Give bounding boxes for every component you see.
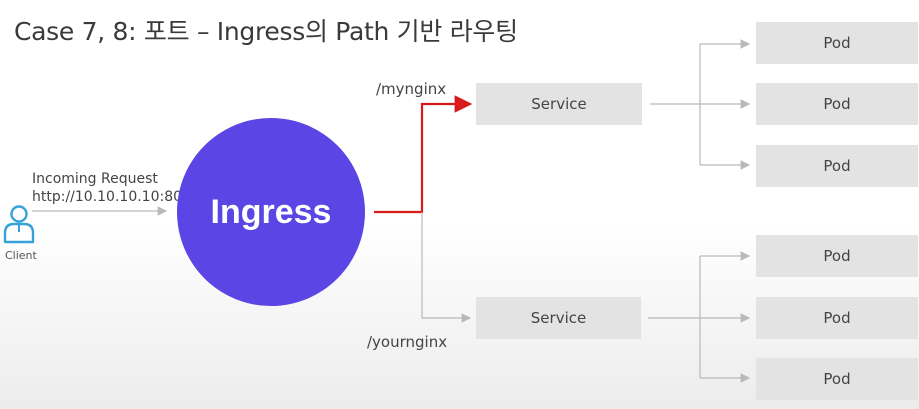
incoming-request-url: http://10.10.10.10:80 bbox=[32, 189, 183, 205]
client-label: Client bbox=[5, 249, 37, 262]
route-path-mynginx: /mynginx bbox=[376, 80, 447, 98]
incoming-request-label: Incoming Request http://10.10.10.10:80 bbox=[32, 170, 182, 206]
fanout-service-1 bbox=[650, 39, 751, 170]
incoming-request-title: Incoming Request bbox=[32, 171, 158, 187]
pod-box: Pod bbox=[756, 22, 918, 64]
pod-box: Pod bbox=[756, 235, 918, 277]
service-box-yournginx: Service bbox=[476, 297, 641, 339]
fanout-service-2 bbox=[648, 251, 751, 383]
pod-box: Pod bbox=[756, 297, 918, 339]
pod-box: Pod bbox=[756, 83, 918, 125]
service-box-mynginx: Service bbox=[476, 83, 642, 125]
slide-title: Case 7, 8: 포트 – Ingress의 Path 기반 라우팅 bbox=[14, 17, 518, 46]
route-arrow-yournginx bbox=[421, 212, 472, 323]
user-icon bbox=[2, 202, 36, 250]
route-path-yournginx: /yournginx bbox=[367, 333, 448, 351]
pod-box: Pod bbox=[756, 358, 918, 400]
pod-box: Pod bbox=[756, 145, 918, 187]
ingress-node: Ingress bbox=[177, 118, 365, 306]
route-arrow-mynginx bbox=[374, 95, 473, 214]
